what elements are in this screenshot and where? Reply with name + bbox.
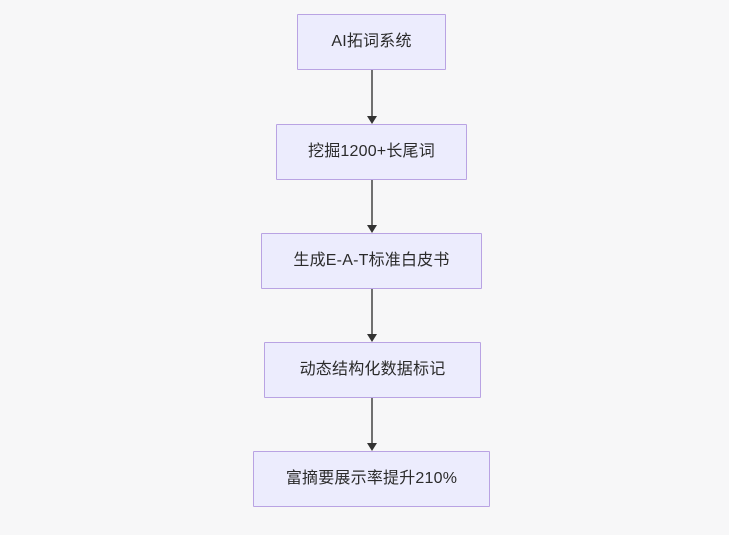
arrowhead-icon (367, 334, 377, 342)
flowchart-node-eat-whitepaper[interactable]: 生成E-A-T标准白皮书 (261, 233, 482, 289)
arrowhead-icon (367, 116, 377, 124)
flowchart-node-longtail-keywords[interactable]: 挖掘1200+长尾词 (276, 124, 467, 180)
arrowhead-icon (367, 225, 377, 233)
arrowhead-icon (367, 443, 377, 451)
edge-line (371, 180, 373, 225)
flowchart-node-rich-snippet-uplift[interactable]: 富摘要展示率提升210% (253, 451, 490, 507)
flowchart-node-ai-keyword-system[interactable]: AI拓词系统 (297, 14, 446, 70)
node-label: AI拓词系统 (331, 33, 412, 51)
edge-n1-n2 (367, 70, 377, 124)
node-label: 动态结构化数据标记 (299, 361, 446, 379)
edge-line (371, 398, 373, 443)
node-label: 生成E-A-T标准白皮书 (293, 252, 450, 270)
node-label: 富摘要展示率提升210% (285, 470, 458, 488)
edge-line (371, 70, 373, 116)
edge-line (371, 289, 373, 334)
node-label: 挖掘1200+长尾词 (308, 143, 435, 161)
edge-n2-n3 (367, 180, 377, 233)
edge-n4-n5 (367, 398, 377, 451)
edge-n3-n4 (367, 289, 377, 342)
flowchart-node-structured-data-markup[interactable]: 动态结构化数据标记 (264, 342, 481, 398)
